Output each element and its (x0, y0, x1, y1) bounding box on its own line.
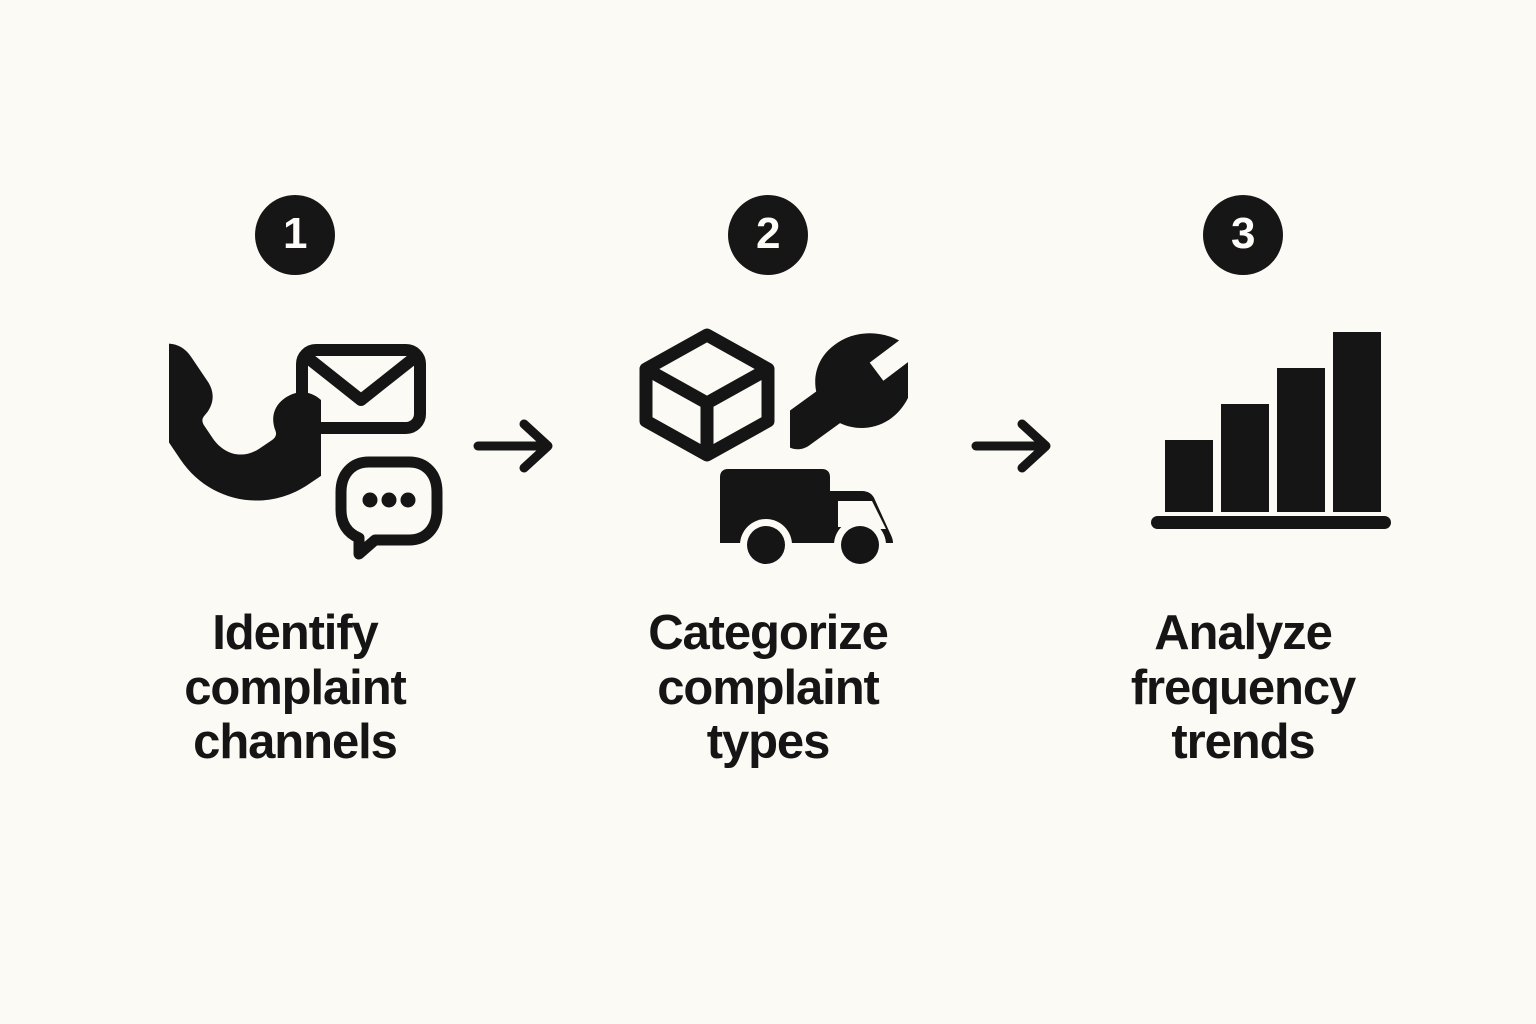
arrow-right-icon (473, 419, 553, 473)
step-number-badge-3: 3 (1203, 195, 1283, 275)
step-3-icon-group (1093, 317, 1393, 572)
chat-bubble-icon (335, 456, 443, 560)
cube-box-icon (639, 328, 775, 462)
delivery-truck-icon (720, 469, 893, 571)
process-step-1: 1 Identify complaint channels (130, 195, 460, 770)
bar-2 (1221, 404, 1269, 512)
wrench-icon (790, 333, 908, 450)
arrow-right-icon (971, 419, 1051, 473)
step-number-badge-1: 1 (255, 195, 335, 275)
step-2-icon-group (618, 317, 918, 572)
step-1-caption: Identify complaint channels (184, 606, 407, 770)
bar-4 (1333, 332, 1381, 512)
bar-chart-icon (1151, 332, 1391, 529)
phone-handset-icon (169, 343, 321, 501)
process-step-3: 3 Analyze frequency trends (1078, 195, 1408, 770)
envelope-icon (296, 344, 426, 434)
bar-chart-bars (1165, 332, 1381, 512)
bar-3 (1277, 368, 1325, 512)
process-step-2: 2 (603, 195, 933, 770)
step-2-caption: Categorize complaint types (648, 606, 889, 770)
step-3-caption: Analyze frequency trends (1130, 606, 1356, 770)
step-number-badge-2: 2 (728, 195, 808, 275)
step-1-icon-group (145, 317, 445, 572)
bar-1 (1165, 440, 1213, 512)
bar-chart-baseline (1151, 516, 1391, 529)
